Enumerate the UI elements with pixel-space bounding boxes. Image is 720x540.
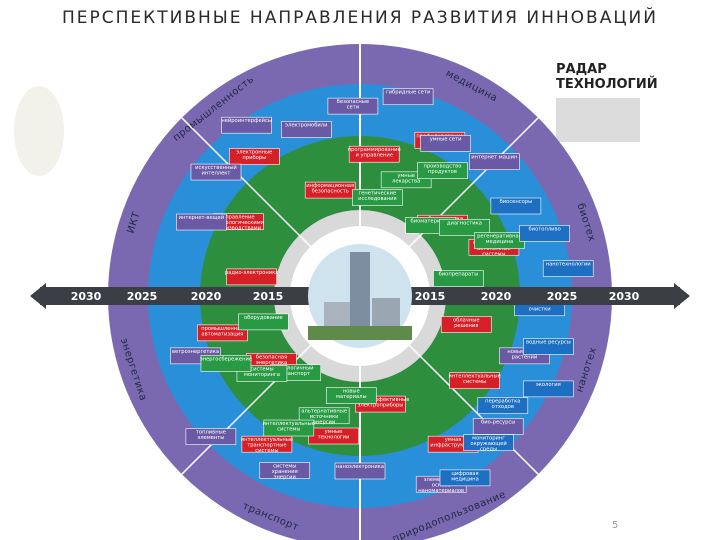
technology-box-label: энергии	[274, 474, 296, 480]
center-photo-trees	[308, 326, 412, 340]
technology-box-label: решения	[454, 323, 478, 329]
technology-box: био-ресурсы	[473, 418, 523, 434]
timeline-arrow-left	[30, 283, 46, 309]
technology-box-label: исследования	[358, 196, 396, 202]
technology-box-label: оборудование	[244, 315, 283, 321]
technology-box-label: материалы	[336, 394, 367, 400]
technology-box: интеллектуальныесистемы	[263, 420, 315, 436]
technology-box: экология	[523, 381, 573, 397]
year-label: 2025	[547, 290, 578, 303]
technology-box-label: медицина	[451, 476, 479, 482]
technology-box-label: элементы	[197, 435, 224, 441]
technology-box-label: интернет машин	[471, 155, 517, 161]
technology-box-label: биосенсоры	[500, 199, 533, 205]
technology-box: нанотехнологии	[543, 261, 593, 277]
technology-box-label: мониторинга	[244, 372, 280, 378]
technology-box-label: нейроинтерфейсы	[221, 117, 272, 124]
technology-box: интеллектуальныетранспортныесистемы	[241, 436, 293, 454]
technology-box-label: системы	[463, 379, 486, 385]
technology-box-label: диагностика	[447, 220, 482, 226]
technology-box-label: технологии	[318, 435, 350, 441]
technology-box: умные сети	[421, 135, 471, 151]
technology-box-label: продуктов	[428, 169, 457, 175]
technology-box-label: умные сети	[430, 136, 462, 142]
center-photo-tower	[350, 252, 370, 332]
technology-box-label: лекарства	[392, 178, 420, 184]
technology-box-label: био-ресурсы	[481, 419, 515, 425]
technology-box-label: водные ресурсы	[526, 339, 571, 345]
technology-box: безопасныесети	[328, 98, 378, 114]
year-label: 2015	[253, 290, 284, 303]
technology-box: энергосбережение	[200, 355, 252, 371]
technology-box-label: сети	[347, 105, 359, 111]
technology-box: электронныеприборы	[229, 149, 279, 165]
technology-box: наноэлектроника	[335, 463, 385, 479]
technology-box-label: среды	[480, 447, 497, 453]
technology-box: биотопливо	[520, 225, 570, 241]
technology-box: водные ресурсы	[523, 338, 573, 354]
technology-box: интеллектуальныесистемы	[449, 373, 501, 389]
technology-box-label: автоматизация	[201, 331, 243, 337]
technology-box-label: энергосбережение	[200, 356, 252, 362]
technology-box: цифроваямедицина	[440, 470, 490, 486]
technology-box: интернет-вещей	[176, 214, 226, 230]
technology-box-label: гибридные сети	[386, 90, 430, 96]
technology-box-label: ветроэнергетика	[172, 349, 219, 355]
year-label: 2030	[609, 290, 640, 303]
technology-box: нейроинтерфейсы	[221, 117, 272, 133]
technology-box-label: медицина	[486, 239, 514, 245]
technology-box: информационнаябезопасность	[305, 182, 355, 198]
technology-box-label: биотопливо	[529, 226, 561, 232]
technology-box: биосенсоры	[491, 198, 541, 214]
technology-box-label: интеллект	[202, 171, 231, 177]
year-label: 2015	[415, 290, 446, 303]
year-label: 2030	[71, 290, 102, 303]
technology-box: биопрепараты	[433, 271, 483, 287]
technology-box: электромобили	[281, 121, 331, 137]
technology-box-label: наноматериалов	[418, 488, 464, 494]
technology-box-label: экология	[536, 382, 561, 388]
technology-box-label: приборы	[242, 155, 266, 161]
technology-box-label: и управление	[355, 153, 392, 159]
technology-box-label: электромобили	[285, 122, 327, 128]
center-photo	[308, 244, 412, 348]
year-label: 2025	[127, 290, 158, 303]
technology-box: интернет машин	[469, 154, 519, 170]
technology-box-label: наноэлектроника	[336, 464, 384, 470]
technology-box: искусственныйинтеллект	[191, 164, 241, 180]
technology-box-label: биопрепараты	[439, 272, 479, 278]
technology-box-label: радио-электроника	[225, 270, 279, 276]
technology-box-label: системы	[255, 448, 278, 454]
technology-box-label: нанотехнологии	[546, 262, 591, 268]
technology-box: радио-электроника	[225, 269, 279, 285]
technology-box-label: системы	[277, 427, 300, 433]
technology-box-label: системы	[482, 251, 505, 257]
technology-box: мониторингокружающейсреды	[464, 435, 514, 453]
technology-box: оборудование	[238, 314, 288, 330]
technology-box-label: интернет-вещей	[179, 214, 224, 221]
technology-box-label: очистки	[529, 306, 551, 312]
timeline-arrow-right	[674, 283, 690, 309]
technology-box-label: энергии	[313, 420, 335, 426]
technology-box-label: отходов	[492, 404, 514, 410]
technology-box-label: безопасность	[312, 189, 349, 195]
year-label: 2020	[191, 290, 222, 303]
year-label: 2020	[481, 290, 512, 303]
technology-box: гибридные сети	[383, 89, 433, 105]
